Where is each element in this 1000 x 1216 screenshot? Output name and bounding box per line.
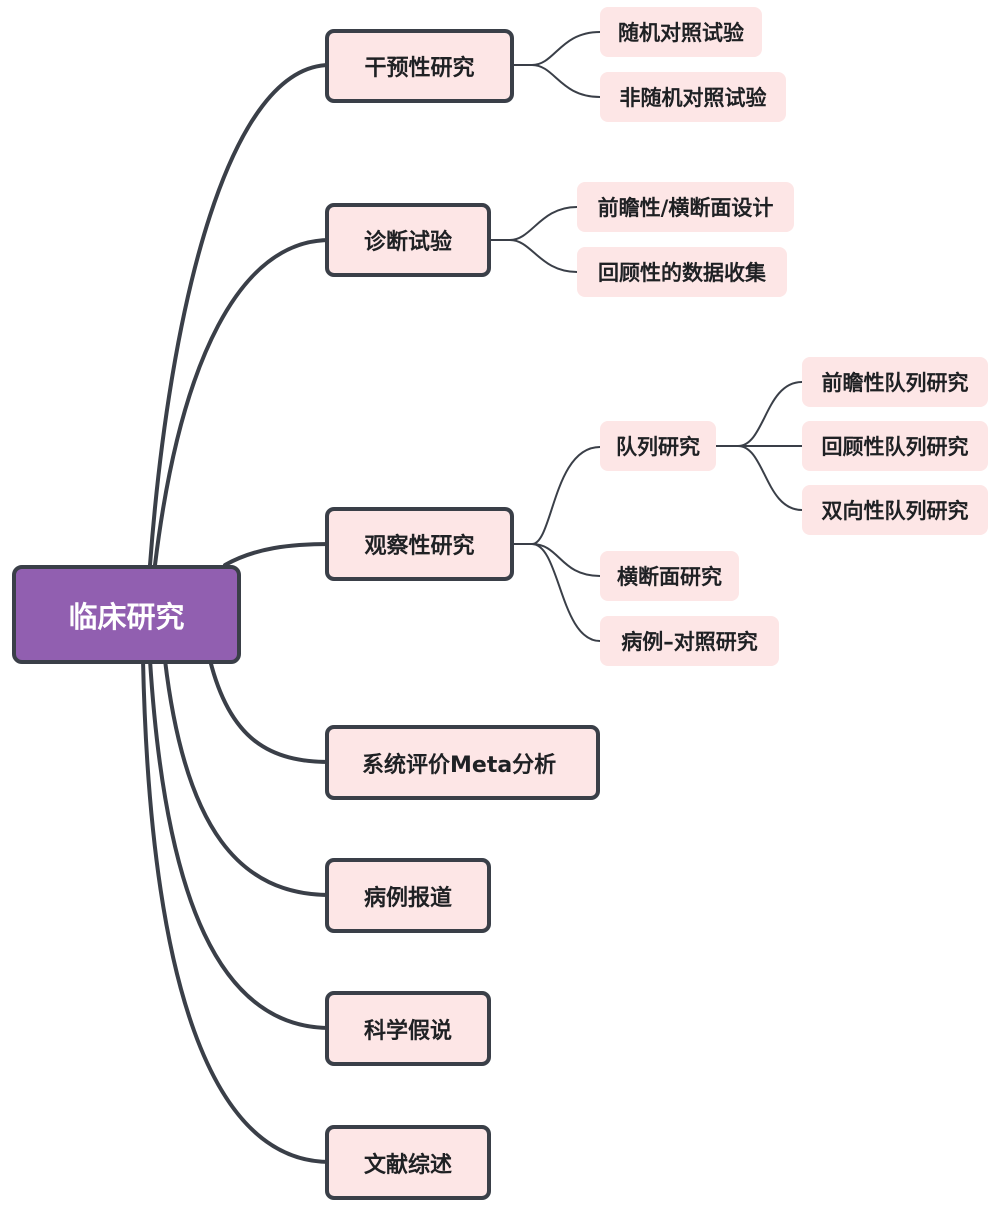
leaf-label: 回顾性队列研究: [821, 435, 969, 459]
branch-label: 科学假说: [363, 1018, 452, 1044]
connector-observational-cross-sectional: [531, 543, 601, 577]
connector-cohort-bidirectional: [737, 445, 803, 511]
leaf-nonrandomized-controlled-trial[interactable]: 非随机对照试验: [600, 72, 786, 122]
leaf-label: 回顾性的数据收集: [598, 261, 766, 285]
leaf-label: 双向性队列研究: [821, 499, 969, 523]
leaf-label: 前瞻性/横断面设计: [597, 196, 774, 220]
connector-observational-case-control: [531, 543, 601, 642]
leaf-prospective-cohort-study[interactable]: 前瞻性队列研究: [802, 357, 988, 407]
branch-label: 文献综述: [363, 1152, 452, 1178]
connector-cohort-prospective: [715, 381, 803, 447]
connector-intervention-nonrandomized: [531, 64, 601, 98]
connector-diagnostic-retrospective: [509, 239, 578, 273]
root-label: 临床研究: [68, 599, 185, 634]
leaf-case-control-study[interactable]: 病例–对照研究: [600, 616, 779, 666]
branch-meta-analysis[interactable]: 系统评价Meta分析: [325, 725, 600, 800]
connector-root-diagnostic: [153, 238, 332, 567]
connector-root-review: [141, 658, 332, 1164]
connector-root-case-report: [163, 658, 332, 897]
leaf-label: 非随机对照试验: [619, 86, 767, 110]
branch-literature-review[interactable]: 文献综述: [325, 1125, 491, 1200]
branch-intervention-study[interactable]: 干预性研究: [325, 29, 514, 103]
leaf-label: 横断面研究: [617, 565, 722, 589]
branch-scientific-hypothesis[interactable]: 科学假说: [325, 991, 491, 1066]
branch-case-report[interactable]: 病例报道: [325, 858, 491, 933]
branch-label: 干预性研究: [364, 56, 475, 81]
leaf-label: 前瞻性队列研究: [821, 371, 969, 395]
branch-label: 诊断试验: [363, 230, 452, 255]
connector-diagnostic-prospective: [489, 206, 578, 241]
leaf-retrospective-data-collection[interactable]: 回顾性的数据收集: [577, 247, 787, 297]
leaf-label: 随机对照试验: [618, 21, 744, 45]
leaf-randomized-controlled-trial[interactable]: 随机对照试验: [600, 7, 762, 57]
leaf-prospective-cross-sectional-design[interactable]: 前瞻性/横断面设计: [577, 182, 794, 232]
branch-label: 系统评价Meta分析: [362, 752, 557, 778]
branch-label: 观察性研究: [364, 534, 475, 559]
leaf-label: 队列研究: [616, 435, 700, 459]
branch-label: 病例报道: [363, 885, 452, 911]
branch-observational-study[interactable]: 观察性研究: [325, 507, 514, 581]
leaf-cohort-study[interactable]: 队列研究: [600, 421, 716, 471]
leaf-retrospective-cohort-study[interactable]: 回顾性队列研究: [802, 421, 988, 471]
connector-root-intervention: [148, 63, 332, 567]
connector-root-observational: [223, 542, 332, 567]
leaf-cross-sectional-study[interactable]: 横断面研究: [600, 551, 739, 601]
connector-root-meta: [208, 658, 332, 764]
branch-diagnostic-test[interactable]: 诊断试验: [325, 203, 491, 277]
connector-intervention-randomized: [511, 31, 601, 66]
connector-observational-cohort: [511, 446, 601, 545]
leaf-label: 病例–对照研究: [621, 630, 758, 654]
connector-root-hypothesis: [148, 658, 332, 1030]
leaf-bidirectional-cohort-study[interactable]: 双向性队列研究: [802, 485, 988, 535]
root-node[interactable]: 临床研究: [12, 565, 241, 664]
